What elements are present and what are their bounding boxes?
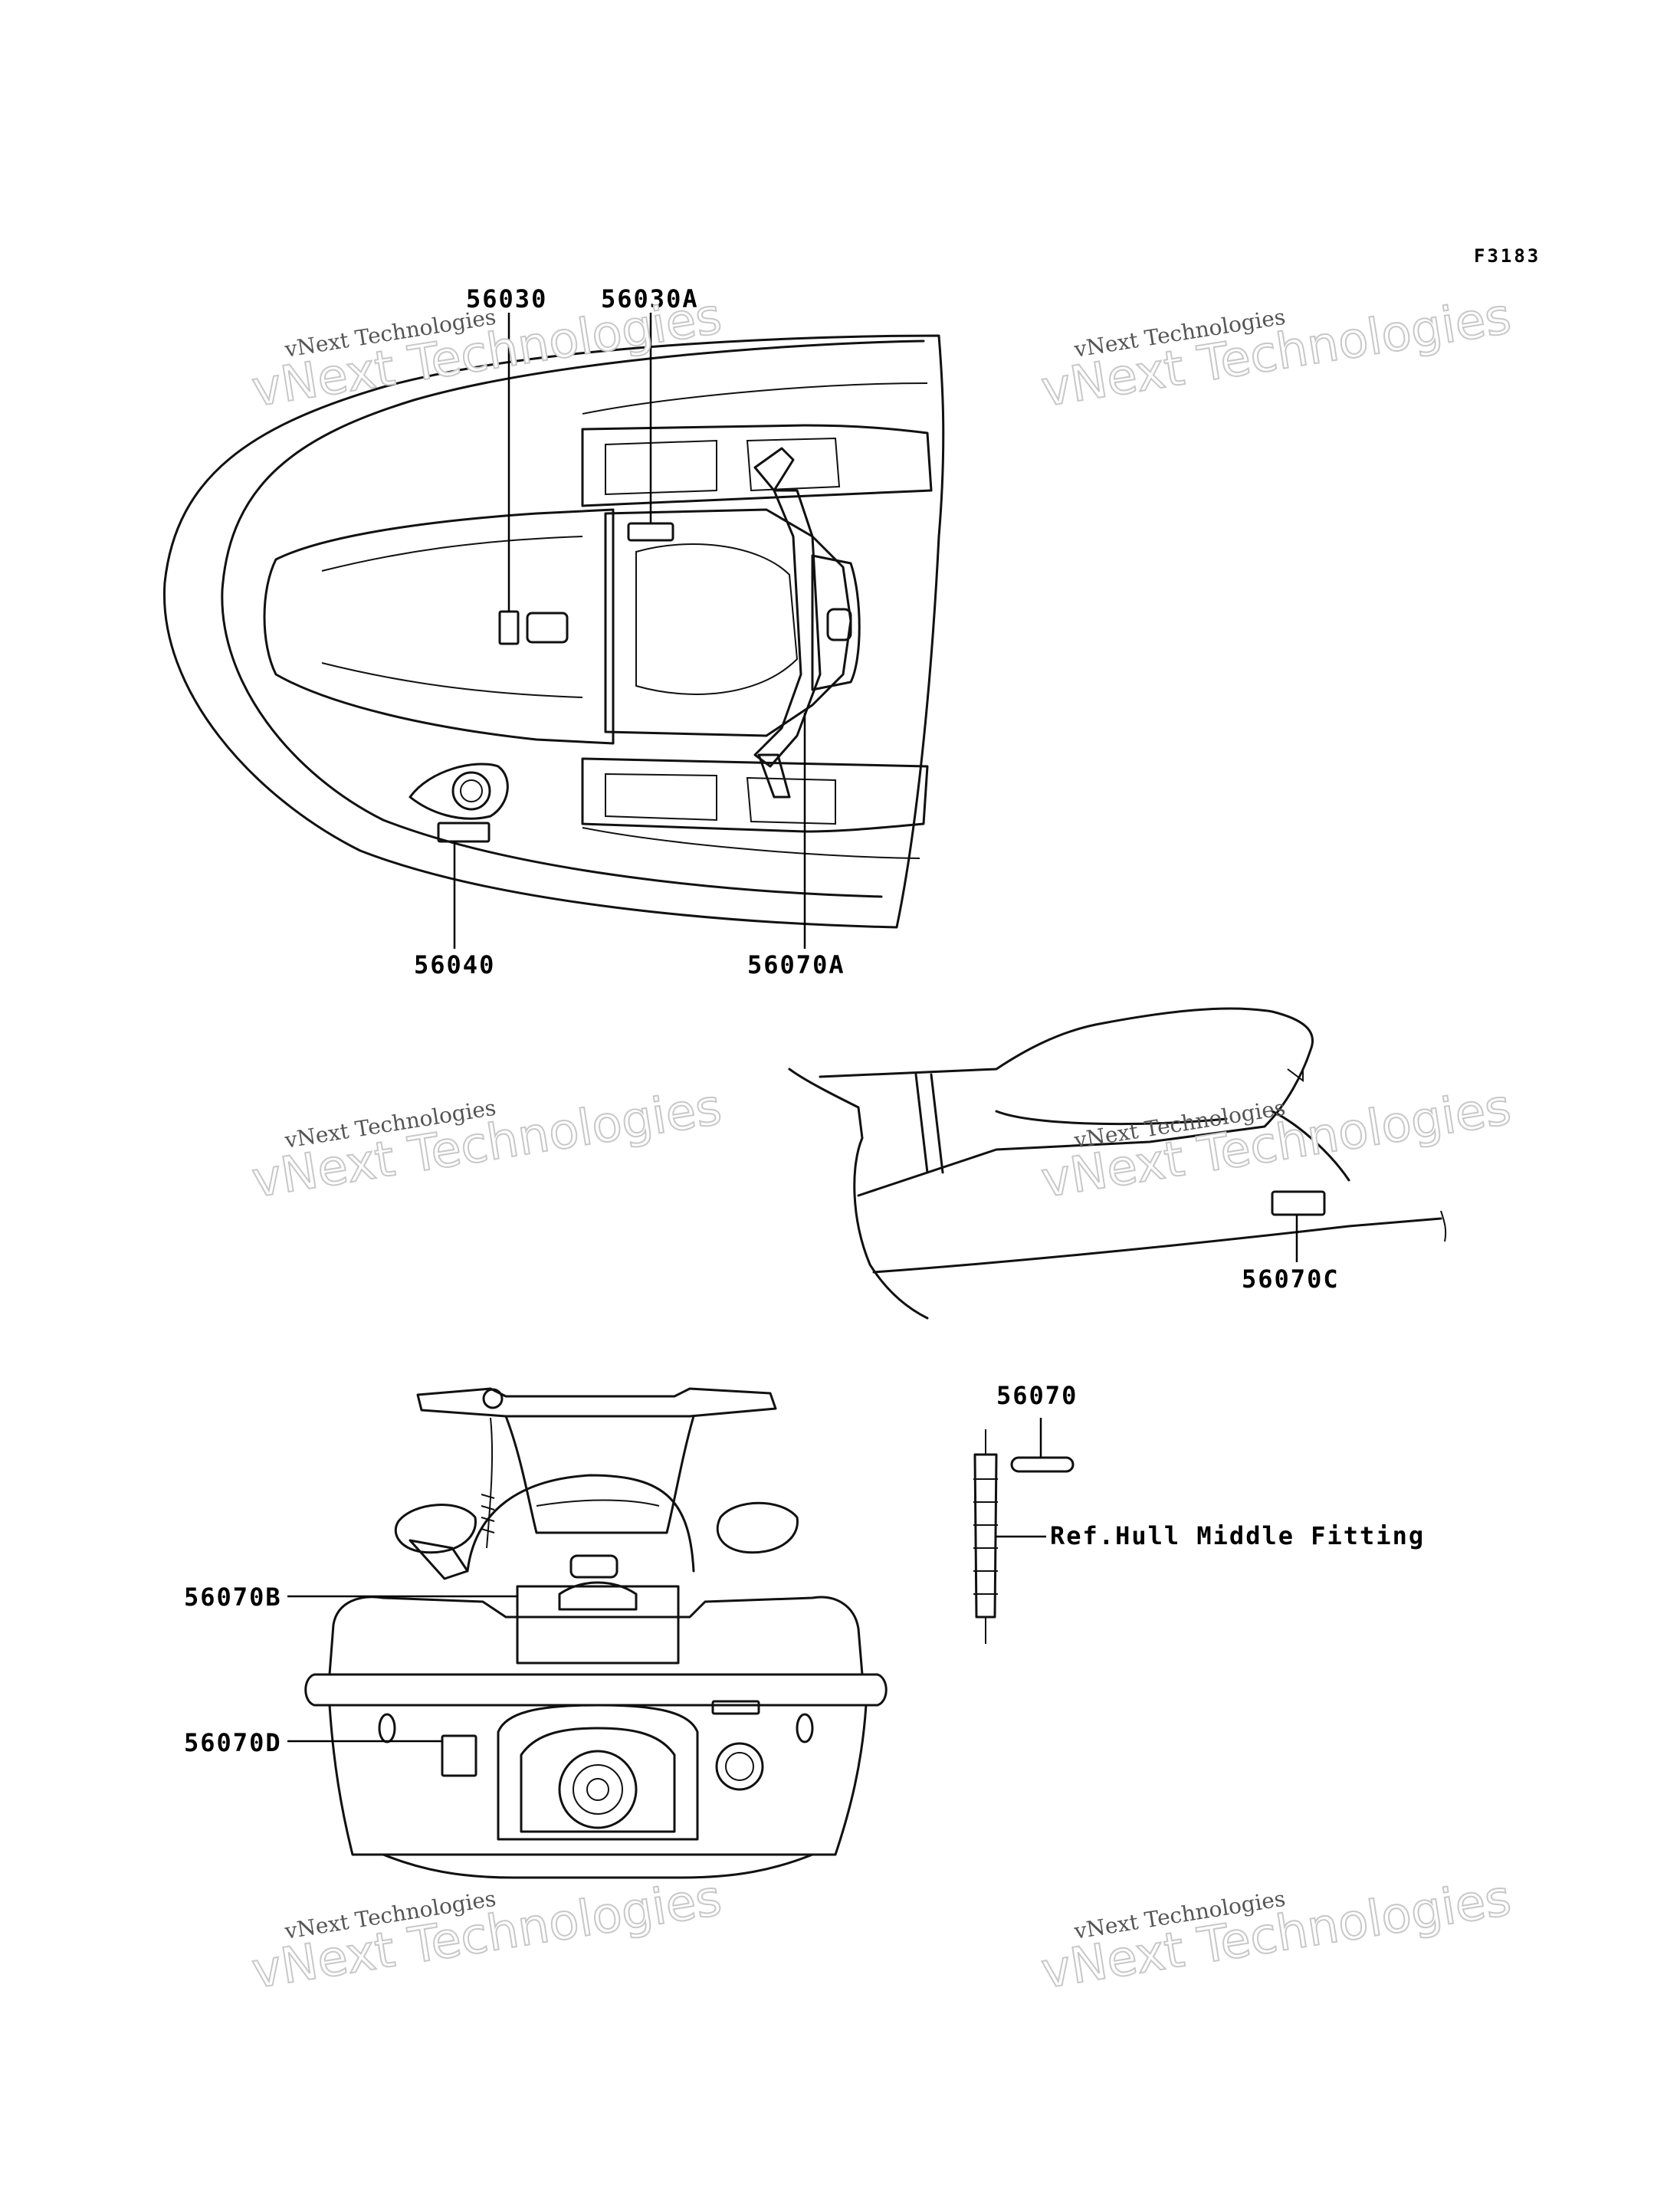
callout-56070A[interactable]: 56070A — [747, 950, 845, 979]
callout-56070[interactable]: 56070 — [996, 1381, 1078, 1410]
callout-ref-hull-middle-fitting[interactable]: Ref.Hull Middle Fitting — [1050, 1521, 1426, 1550]
side-view-seat — [788, 1007, 1447, 1320]
leader-lines — [287, 313, 1298, 1743]
hull-middle-fitting — [973, 1429, 1075, 1644]
callout-56070D[interactable]: 56070D — [184, 1728, 282, 1757]
callout-56040[interactable]: 56040 — [414, 950, 496, 979]
figure-code: F3183 — [1474, 245, 1541, 267]
callout-56070C[interactable]: 56070C — [1242, 1265, 1340, 1294]
callout-56030[interactable]: 56030 — [466, 284, 548, 313]
callout-56070B[interactable]: 56070B — [184, 1583, 282, 1612]
callout-56030A[interactable]: 56030A — [601, 284, 699, 313]
rear-view-hull — [304, 1387, 888, 1879]
top-view-hull — [162, 334, 945, 929]
